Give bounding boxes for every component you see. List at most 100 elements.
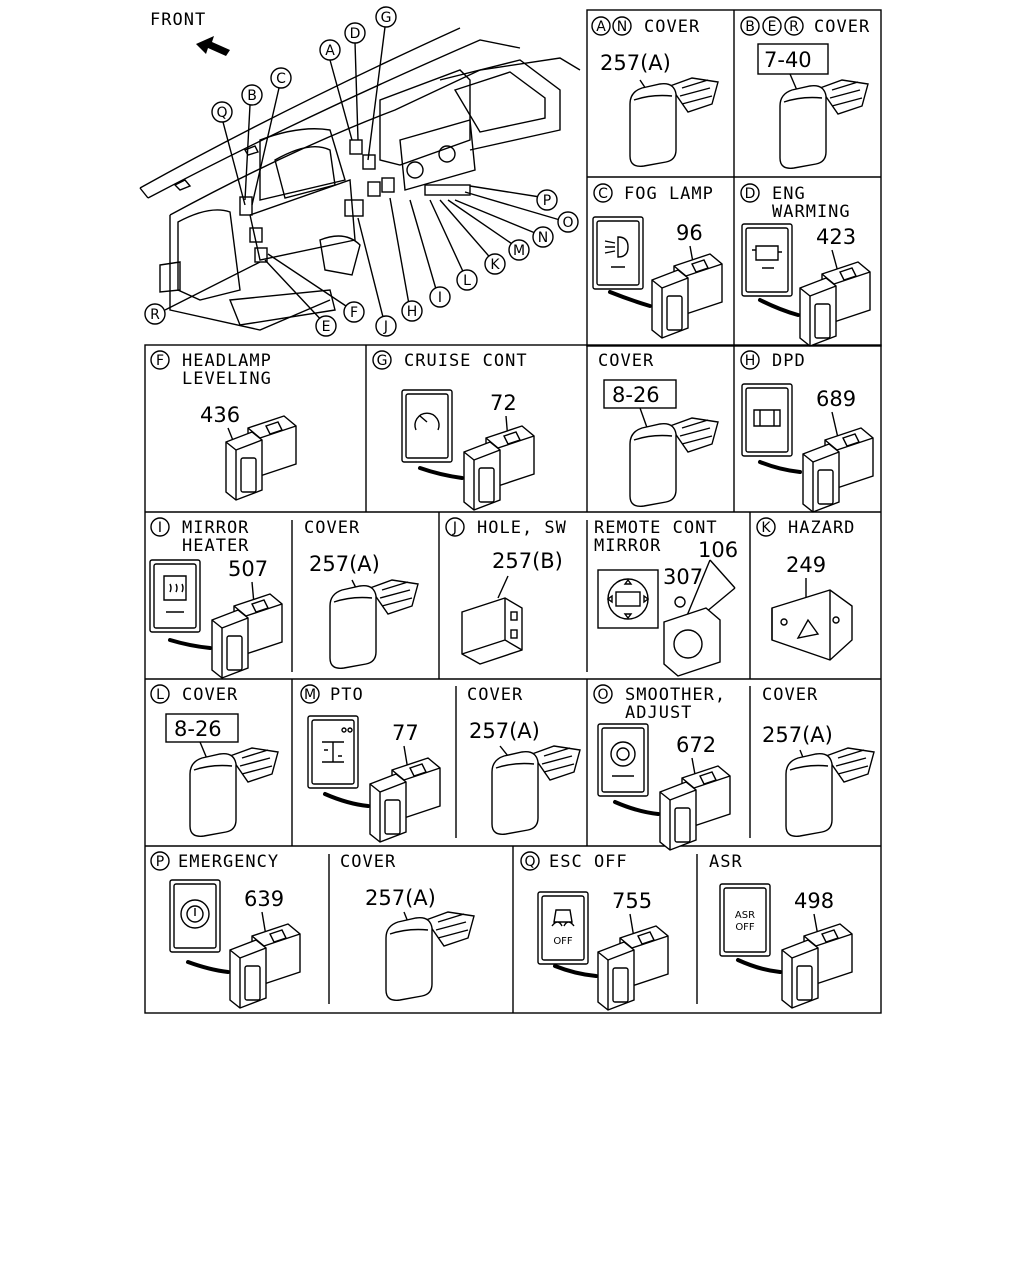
- part-number: 257(B): [492, 549, 563, 573]
- svg-text:R: R: [789, 19, 799, 35]
- part-number: 672: [676, 733, 716, 757]
- svg-text:COVER: COVER: [340, 852, 396, 872]
- part-number: 257(A): [469, 719, 540, 743]
- panel-an-cover: A N COVER 257(A): [591, 16, 719, 167]
- svg-text:MIRROR: MIRROR: [594, 536, 661, 556]
- front-arrow-icon: [196, 36, 230, 56]
- svg-text:COVER: COVER: [814, 17, 870, 37]
- svg-text:L: L: [156, 687, 164, 703]
- ref-number: 8-26: [612, 383, 660, 407]
- cover-icon: [785, 747, 875, 837]
- svg-text:B: B: [247, 88, 257, 104]
- part-number: 257(A): [762, 723, 833, 747]
- svg-text:C: C: [276, 71, 286, 87]
- svg-text:ASR: ASR: [709, 852, 743, 872]
- svg-text:REMOTE CONT: REMOTE CONT: [594, 518, 718, 538]
- dpd-icon: [741, 383, 793, 457]
- svg-text:J: J: [452, 520, 457, 536]
- cover-icon: [629, 77, 719, 167]
- svg-text:COVER: COVER: [762, 685, 818, 705]
- panel-smoother: O SMOOTHER, ADJUST 672: [593, 684, 731, 851]
- svg-text:K: K: [761, 520, 771, 536]
- part-number: 257(A): [600, 51, 671, 75]
- headlamp-leveling-icon: [225, 415, 297, 501]
- svg-text:ENG: ENG: [772, 184, 806, 204]
- esc-off-icon: OFF: [537, 891, 589, 965]
- panel-headlamp-leveling: F HEADLAMP LEVELING 436: [150, 350, 297, 501]
- switch-icon: [463, 425, 535, 511]
- hole-switch-icon: [461, 597, 523, 665]
- part-number: 307: [663, 565, 703, 589]
- svg-text:O: O: [597, 687, 608, 703]
- svg-text:G: G: [377, 353, 388, 369]
- switch-icon: [369, 757, 441, 843]
- part-number: 639: [244, 887, 284, 911]
- svg-text:OFF: OFF: [553, 936, 573, 947]
- panel-pto: M PTO 77: [300, 684, 441, 843]
- panel-l-cover: L COVER 8-26: [150, 684, 279, 837]
- svg-text:L: L: [463, 273, 471, 289]
- svg-text:K: K: [490, 257, 500, 273]
- pto-icon: [307, 715, 359, 789]
- panel-fog-lamp: C FOG LAMP 96: [592, 183, 723, 339]
- svg-text:DPD: DPD: [772, 351, 806, 371]
- svg-text:A: A: [596, 19, 606, 35]
- panel-g-cover: COVER 8-26: [598, 351, 719, 507]
- panel-remote-mirror: REMOTE CONT MIRROR 106 307: [594, 518, 738, 677]
- svg-text:HAZARD: HAZARD: [788, 518, 855, 538]
- svg-text:FOG LAMP: FOG LAMP: [624, 184, 714, 204]
- engine-warming-icon: [741, 223, 793, 297]
- part-number: 755: [612, 889, 652, 913]
- panel-dpd: H DPD 689: [740, 350, 874, 513]
- svg-text:ADJUST: ADJUST: [625, 703, 692, 723]
- svg-text:PTO: PTO: [330, 685, 364, 705]
- svg-text:EMERGENCY: EMERGENCY: [178, 852, 279, 872]
- svg-text:E: E: [768, 19, 777, 35]
- svg-text:A: A: [325, 43, 335, 59]
- panel-cruise-control: G CRUISE CONT 72: [372, 350, 535, 511]
- cover-icon: [779, 79, 869, 169]
- part-number: 106: [698, 538, 738, 562]
- part-number: 77: [392, 721, 419, 745]
- svg-text:P: P: [156, 854, 164, 870]
- svg-text:E: E: [322, 319, 331, 335]
- switch-icon: [211, 593, 283, 679]
- switch-icon: [799, 261, 871, 347]
- svg-text:O: O: [562, 215, 573, 231]
- panel-hole-switch: J HOLE, SW 257(B): [445, 517, 566, 665]
- switch-icon: [659, 765, 731, 851]
- remote-mirror-icon: [597, 569, 659, 629]
- smoother-icon: [597, 723, 649, 797]
- svg-text:CRUISE CONT: CRUISE CONT: [404, 351, 528, 371]
- svg-text:F: F: [350, 305, 358, 321]
- svg-text:COVER: COVER: [467, 685, 523, 705]
- hazard-icon: [771, 589, 853, 661]
- svg-text:F: F: [156, 353, 164, 369]
- svg-text:Q: Q: [524, 854, 535, 870]
- svg-text:G: G: [381, 10, 392, 26]
- switch-icon: [802, 427, 874, 513]
- panel-asr: ASR ASR OFF 498: [709, 852, 853, 1009]
- svg-text:J: J: [383, 319, 388, 335]
- svg-text:COVER: COVER: [304, 518, 360, 538]
- part-number: 257(A): [309, 552, 380, 576]
- part-number: 249: [786, 553, 826, 577]
- cover-icon: [189, 747, 279, 837]
- panel-mirror-heater: I MIRROR HEATER 507: [149, 517, 283, 679]
- panel-p-cover: COVER 257(A): [340, 852, 475, 1001]
- overview-callouts: A B C D E F G H I J K L M N O P Q R: [144, 6, 579, 337]
- panel-ber-cover: B E R COVER 7-40: [740, 16, 870, 169]
- svg-text:N: N: [617, 19, 627, 35]
- svg-text:P: P: [543, 193, 551, 209]
- ref-number: 8-26: [174, 717, 222, 741]
- fog-lamp-icon: [592, 216, 644, 290]
- svg-text:H: H: [407, 304, 418, 320]
- svg-text:Q: Q: [216, 105, 227, 121]
- svg-text:ESC OFF: ESC OFF: [549, 852, 628, 872]
- panel-o-cover: COVER 257(A): [762, 685, 875, 837]
- cover-icon: [491, 745, 581, 835]
- svg-text:ASR: ASR: [735, 910, 755, 921]
- svg-text:B: B: [745, 19, 755, 35]
- svg-text:H: H: [745, 353, 756, 369]
